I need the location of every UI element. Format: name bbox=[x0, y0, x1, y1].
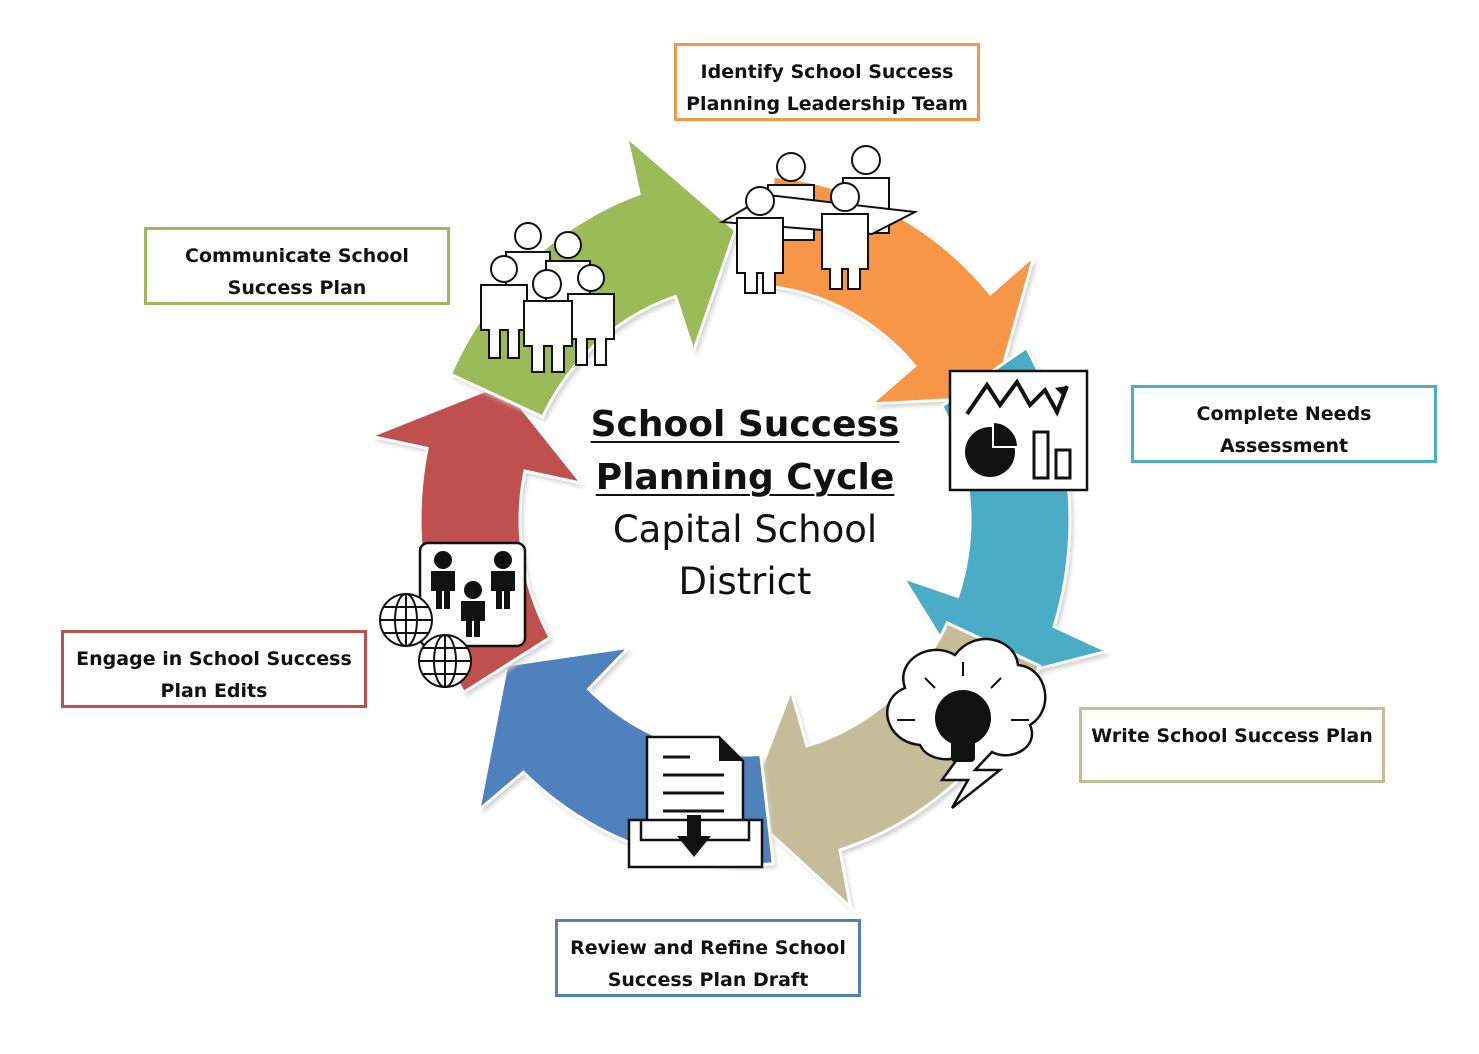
step-engage-edits-label: Engage in School Success Plan Edits bbox=[76, 648, 352, 702]
analytics-chart-icon bbox=[948, 369, 1089, 492]
diagram-subtitle: Capital School District bbox=[612, 508, 878, 603]
step-identify-team-box: Identify School Success Planning Leaders… bbox=[674, 43, 980, 121]
step-review-draft-box: Review and Refine School Success Plan Dr… bbox=[555, 919, 861, 997]
step-needs-assessment-box: Complete Needs Assessment bbox=[1131, 385, 1437, 463]
step-write-plan-box: Write School Success Plan bbox=[1079, 707, 1385, 783]
step-identify-team-label: Identify School Success Planning Leaders… bbox=[686, 61, 968, 115]
group-people-icon bbox=[480, 222, 615, 373]
meeting-table-icon bbox=[718, 145, 919, 294]
global-community-icon bbox=[379, 541, 527, 688]
step-communicate-plan-label: Communicate School Success Plan bbox=[185, 245, 409, 299]
document-inbox-icon bbox=[627, 735, 764, 869]
diagram-title: School Success Planning Cycle bbox=[590, 404, 900, 498]
step-review-draft-label: Review and Refine School Success Plan Dr… bbox=[570, 937, 846, 991]
step-engage-edits-box: Engage in School Success Plan Edits bbox=[61, 630, 367, 708]
lightbulb-idea-icon bbox=[886, 637, 1047, 809]
diagram-center-title: School Success Planning Cycle Capital Sc… bbox=[580, 398, 910, 608]
step-needs-assessment-label: Complete Needs Assessment bbox=[1196, 403, 1372, 457]
step-write-plan-label: Write School Success Plan bbox=[1091, 725, 1373, 747]
step-communicate-plan-box: Communicate School Success Plan bbox=[144, 227, 450, 305]
